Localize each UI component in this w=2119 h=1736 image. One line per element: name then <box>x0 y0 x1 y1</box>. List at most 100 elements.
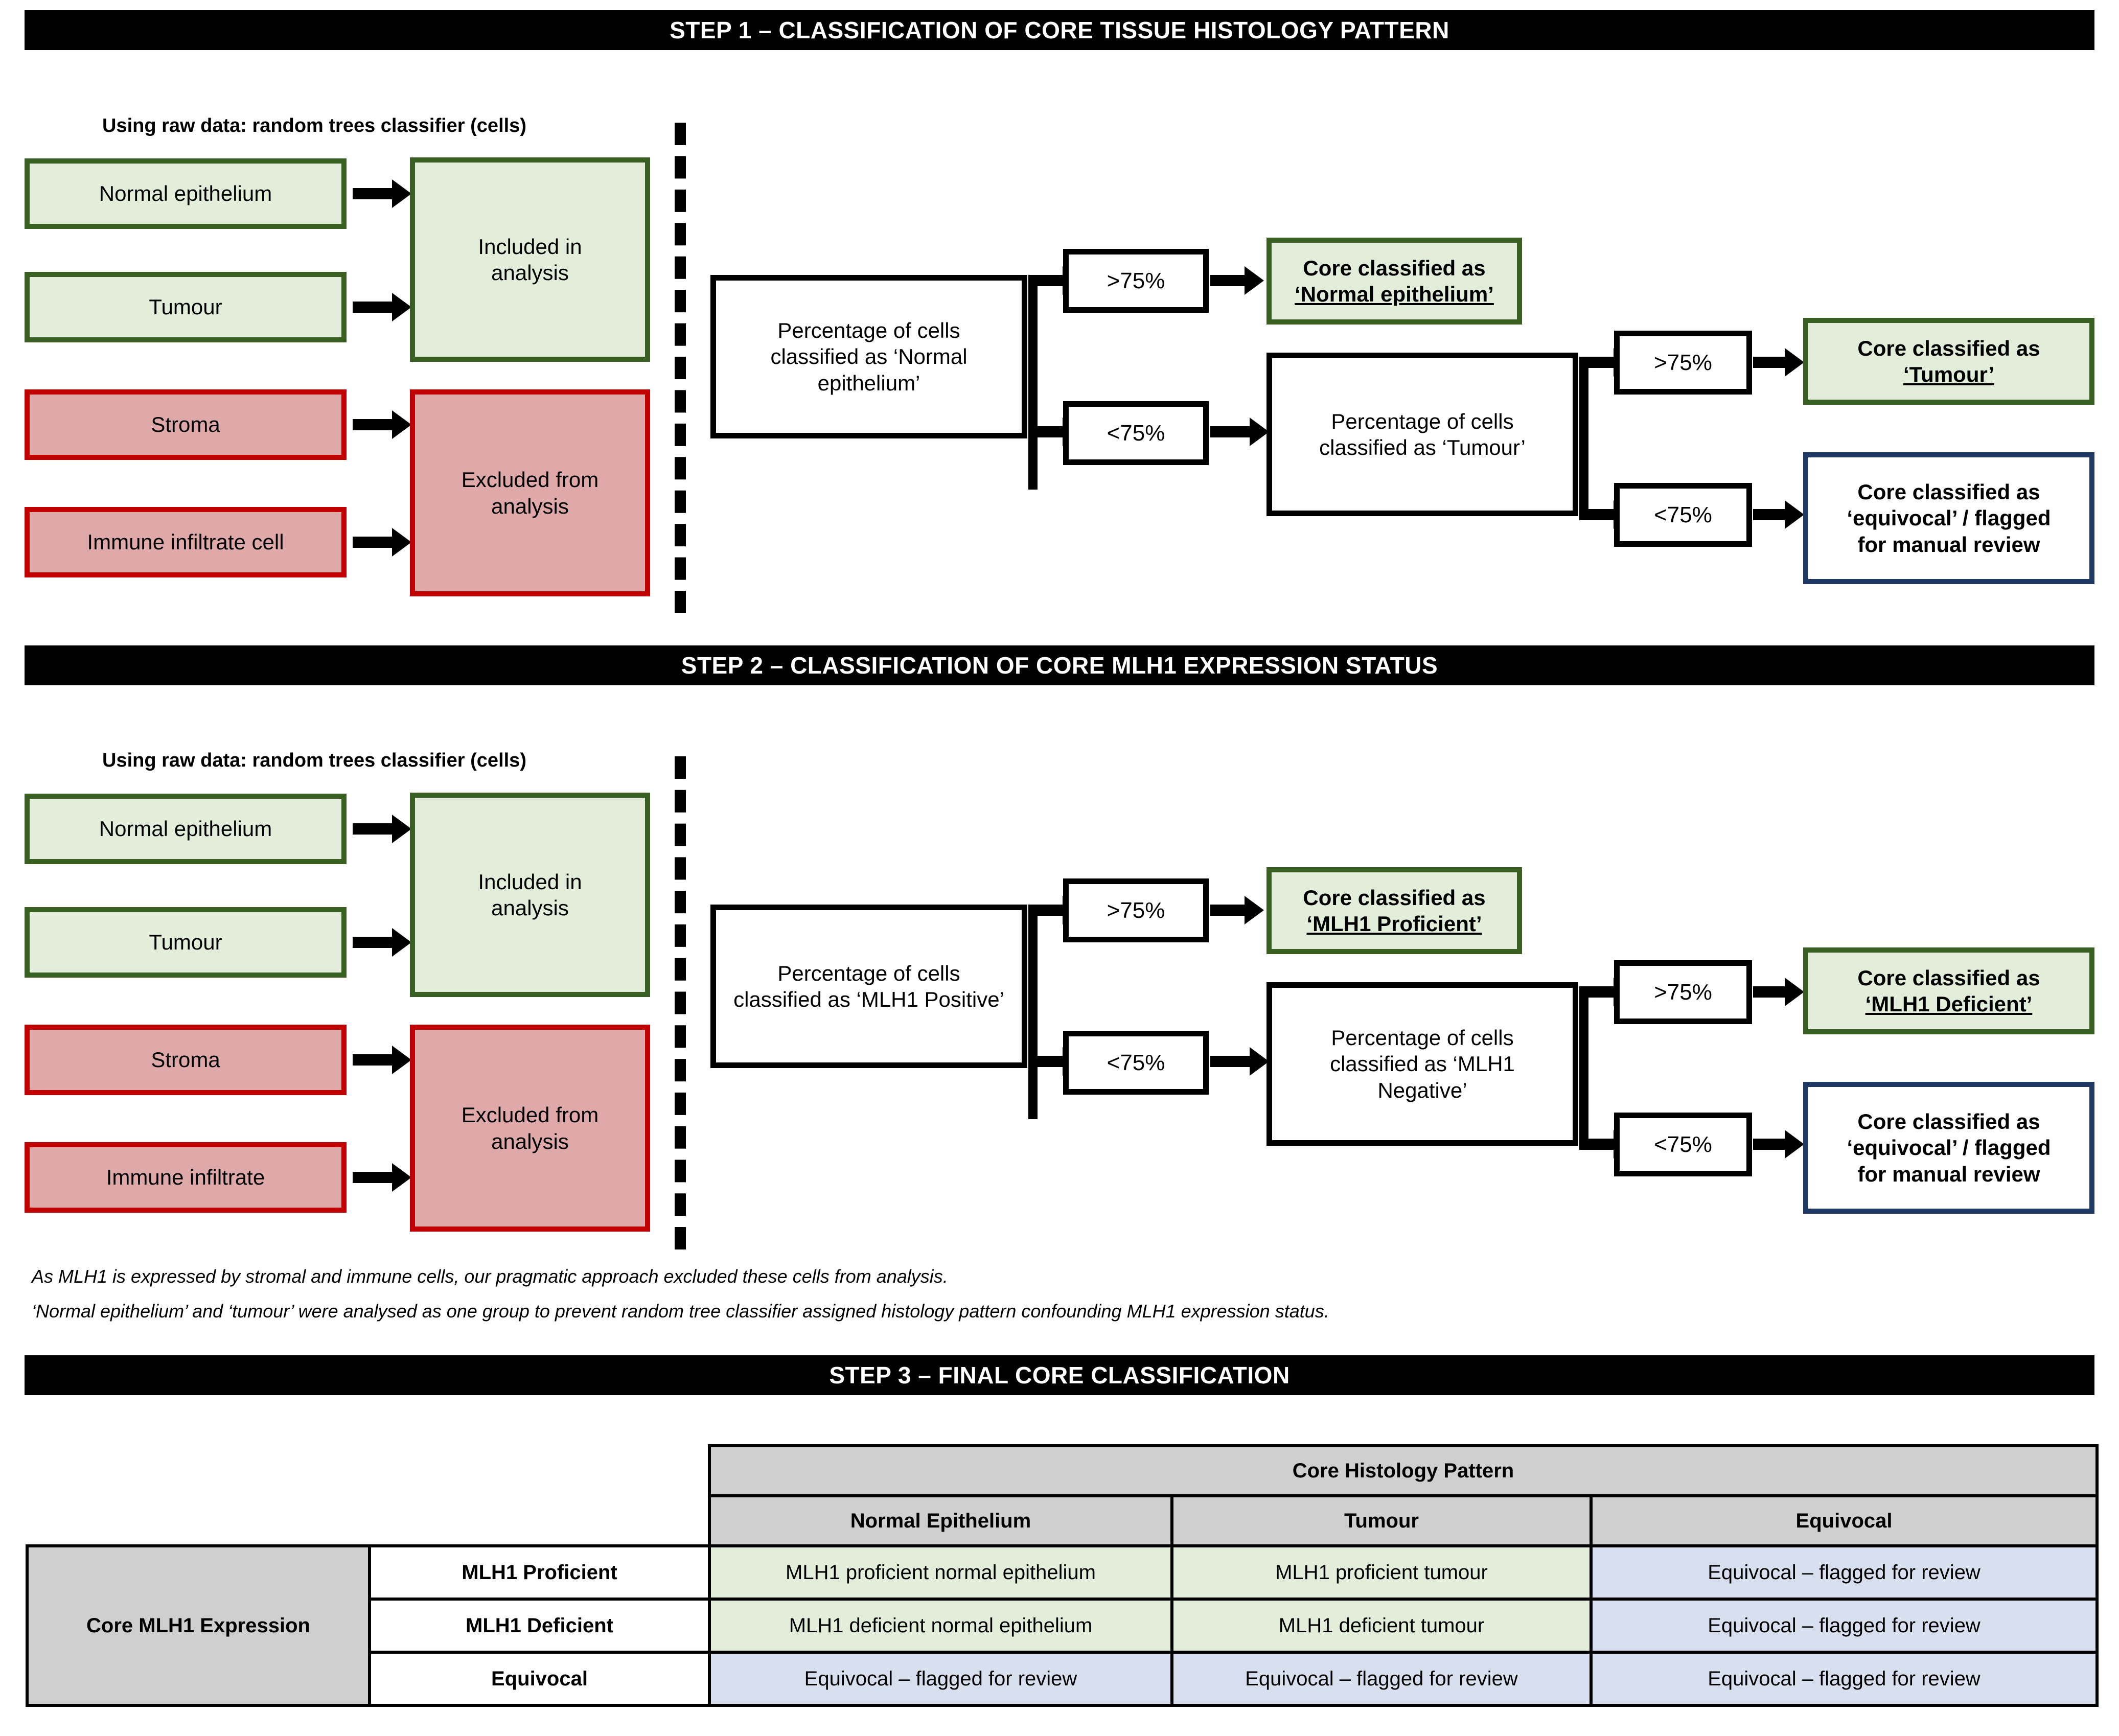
table-col-header-normal-epithelium: Normal Epithelium <box>708 1494 1173 1547</box>
step2-decision-mlh1-negative-percent[interactable]: Percentage of cells classified as ‘MLH1 … <box>1266 982 1578 1146</box>
table-row-header-mlh1-deficient: MLH1 Deficient <box>368 1598 711 1654</box>
step1-outcome-normal-epithelium-line2: ‘Normal epithelium’ <box>1295 282 1494 306</box>
table-col-group-header: Core Histology Pattern <box>707 1444 2099 1497</box>
step1-decision-tumour-percent-label: Percentage of cells classified as ‘Tumou… <box>1319 409 1526 459</box>
table-row-header-equivocal: Equivocal <box>368 1651 711 1707</box>
step1-split-connector-2 <box>1579 358 1588 520</box>
step2-gate-high-1[interactable]: >75% <box>1063 878 1209 942</box>
step1-gate-high-1-label: >75% <box>1107 268 1165 293</box>
table-row-mlh1-proficient: Core MLH1 Expression MLH1 Proficient MLH… <box>26 1544 2099 1707</box>
step2-input-tumour-label: Tumour <box>149 930 222 955</box>
step2-decision-mlh1-positive-percent[interactable]: Percentage of cells classified as ‘MLH1 … <box>710 905 1027 1068</box>
step1-gate-low-2-label: <75% <box>1654 502 1712 527</box>
step2-outcome-mlh1-proficient-line2: ‘MLH1 Proficient’ <box>1306 912 1482 936</box>
step1-outcome-tumour-line1: Core classified as <box>1857 336 2040 360</box>
step2-input-stroma[interactable]: Stroma <box>25 1025 347 1095</box>
step2-gate-high-1-label: >75% <box>1107 897 1165 923</box>
step2-section-divider <box>675 756 686 1249</box>
step1-outcome-normal-epithelium[interactable]: Core classified as ‘Normal epithelium’ <box>1266 238 1522 325</box>
step1-outcome-equivocal-line3: for manual review <box>1857 532 2040 557</box>
step2-input-immune-infiltrate[interactable]: Immune infiltrate <box>25 1142 347 1213</box>
step1-gate-low-1-label: <75% <box>1107 420 1165 446</box>
step3-banner: STEP 3 – FINAL CORE CLASSIFICATION <box>25 1355 2094 1395</box>
step1-banner-text: STEP 1 – CLASSIFICATION OF CORE TISSUE H… <box>670 17 1449 43</box>
step2-banner-text: STEP 2 – CLASSIFICATION OF CORE MLH1 EXP… <box>681 652 1438 679</box>
step2-subcaption: Using raw data: random trees classifier … <box>102 750 526 771</box>
step1-decision-normal-epithelium-percent-label: Percentage of cells classified as ‘Norma… <box>770 318 968 395</box>
table-cell-proficient-normal-epithelium: MLH1 proficient normal epithelium <box>708 1544 1173 1601</box>
step2-gate-high-2[interactable]: >75% <box>1614 960 1752 1024</box>
step2-gate-low-2[interactable]: <75% <box>1614 1113 1752 1176</box>
step3-banner-text: STEP 3 – FINAL CORE CLASSIFICATION <box>829 1362 1290 1388</box>
footnote-line-1: As MLH1 is expressed by stromal and immu… <box>32 1266 948 1287</box>
step1-input-stroma-label: Stroma <box>151 412 220 437</box>
step2-group-excluded-label: Excluded from analysis <box>461 1103 599 1153</box>
step1-decision-normal-epithelium-percent[interactable]: Percentage of cells classified as ‘Norma… <box>710 275 1027 438</box>
step1-input-tumour-label: Tumour <box>149 295 222 319</box>
step2-group-included[interactable]: Included in analysis <box>410 793 650 997</box>
step1-gate-low-2[interactable]: <75% <box>1614 483 1752 547</box>
step2-input-normal-epithelium-label: Normal epithelium <box>99 817 272 841</box>
step2-group-excluded[interactable]: Excluded from analysis <box>410 1025 650 1232</box>
step2-outcome-equivocal[interactable]: Core classified as ‘equivocal’ / flagged… <box>1803 1082 2094 1214</box>
table-row-group-header: Core Histology Pattern <box>27 1444 2099 1497</box>
step1-gate-low-1[interactable]: <75% <box>1063 401 1209 465</box>
table-corner-blank-2 <box>370 1446 709 1496</box>
step2-decision-mlh1-positive-percent-label: Percentage of cells classified as ‘MLH1 … <box>733 961 1004 1011</box>
step1-gate-high-2-label: >75% <box>1654 350 1712 375</box>
step1-input-tumour[interactable]: Tumour <box>25 272 347 342</box>
step1-section-divider <box>675 123 686 613</box>
step1-gate-high-1[interactable]: >75% <box>1063 249 1209 313</box>
step1-group-excluded[interactable]: Excluded from analysis <box>410 389 650 596</box>
table-col-header-equivocal: Equivocal <box>1589 1494 2099 1547</box>
table-cell-equivocal-normal-epithelium: Equivocal – flagged for review <box>708 1651 1173 1707</box>
step2-outcome-mlh1-deficient[interactable]: Core classified as ‘MLH1 Deficient’ <box>1803 947 2094 1034</box>
step1-outcome-equivocal[interactable]: Core classified as ‘equivocal’ / flagged… <box>1803 452 2094 584</box>
table-cell-proficient-tumour: MLH1 proficient tumour <box>1170 1544 1593 1601</box>
step1-gate-high-2[interactable]: >75% <box>1614 331 1752 395</box>
step1-split-connector-1 <box>1028 276 1038 490</box>
table-row-column-headers: Normal Epithelium Tumour Equivocal <box>27 1494 2099 1547</box>
table-cell-proficient-equivocal: Equivocal – flagged for review <box>1589 1544 2099 1601</box>
step1-outcome-equivocal-line1: Core classified as <box>1857 480 2040 504</box>
step2-outcome-mlh1-proficient[interactable]: Core classified as ‘MLH1 Proficient’ <box>1266 867 1522 954</box>
step2-input-normal-epithelium[interactable]: Normal epithelium <box>25 794 347 864</box>
table-corner-blank-3 <box>27 1496 370 1546</box>
step1-decision-tumour-percent[interactable]: Percentage of cells classified as ‘Tumou… <box>1266 353 1578 516</box>
table-corner-blank-1 <box>27 1446 370 1496</box>
table-row-equivocal: Equivocal Equivocal – flagged for review… <box>27 1651 2099 1707</box>
step2-group-included-label: Included in analysis <box>478 869 582 920</box>
step1-input-normal-epithelium[interactable]: Normal epithelium <box>25 158 347 229</box>
step2-gate-low-1[interactable]: <75% <box>1063 1031 1209 1095</box>
step2-input-tumour[interactable]: Tumour <box>25 907 347 978</box>
step2-gate-low-1-label: <75% <box>1107 1050 1165 1075</box>
step1-outcome-tumour[interactable]: Core classified as ‘Tumour’ <box>1803 318 2094 405</box>
table-cell-deficient-equivocal: Equivocal – flagged for review <box>1589 1598 2099 1654</box>
step2-outcome-equivocal-line3: for manual review <box>1857 1162 2040 1186</box>
table-cell-deficient-tumour: MLH1 deficient tumour <box>1170 1598 1593 1654</box>
step1-outcome-normal-epithelium-line1: Core classified as <box>1303 256 1486 280</box>
step2-outcome-mlh1-deficient-line2: ‘MLH1 Deficient’ <box>1865 992 2033 1016</box>
step1-input-immune-infiltrate-cell[interactable]: Immune infiltrate cell <box>25 507 347 577</box>
step2-split-connector-2 <box>1579 987 1588 1150</box>
table-col-header-tumour: Tumour <box>1170 1494 1593 1547</box>
table-cell-deficient-normal-epithelium: MLH1 deficient normal epithelium <box>708 1598 1173 1654</box>
step2-banner: STEP 2 – CLASSIFICATION OF CORE MLH1 EXP… <box>25 645 2094 685</box>
step1-outcome-equivocal-line2: ‘equivocal’ / flagged <box>1847 506 2051 530</box>
table-corner-blank-4 <box>370 1496 709 1546</box>
step2-outcome-equivocal-line1: Core classified as <box>1857 1109 2040 1134</box>
table-row-mlh1-deficient: MLH1 Deficient MLH1 deficient normal epi… <box>27 1598 2099 1654</box>
footnote-line-2: ‘Normal epithelium’ and ‘tumour’ were an… <box>32 1301 1329 1322</box>
step1-input-stroma[interactable]: Stroma <box>25 389 347 460</box>
step2-input-stroma-label: Stroma <box>151 1048 220 1072</box>
step1-group-included[interactable]: Included in analysis <box>410 157 650 362</box>
step1-banner: STEP 1 – CLASSIFICATION OF CORE TISSUE H… <box>25 10 2094 50</box>
step2-gate-low-2-label: <75% <box>1654 1131 1712 1157</box>
step3-final-classification-table: Core Histology Pattern Normal Epithelium… <box>26 1444 2099 1707</box>
step2-input-immune-infiltrate-label: Immune infiltrate <box>106 1165 265 1190</box>
table-cell-equivocal-equivocal: Equivocal – flagged for review <box>1589 1651 2099 1707</box>
step2-outcome-mlh1-deficient-line1: Core classified as <box>1857 965 2040 990</box>
step1-outcome-tumour-line2: ‘Tumour’ <box>1903 362 1995 386</box>
step1-group-excluded-label: Excluded from analysis <box>461 468 599 518</box>
